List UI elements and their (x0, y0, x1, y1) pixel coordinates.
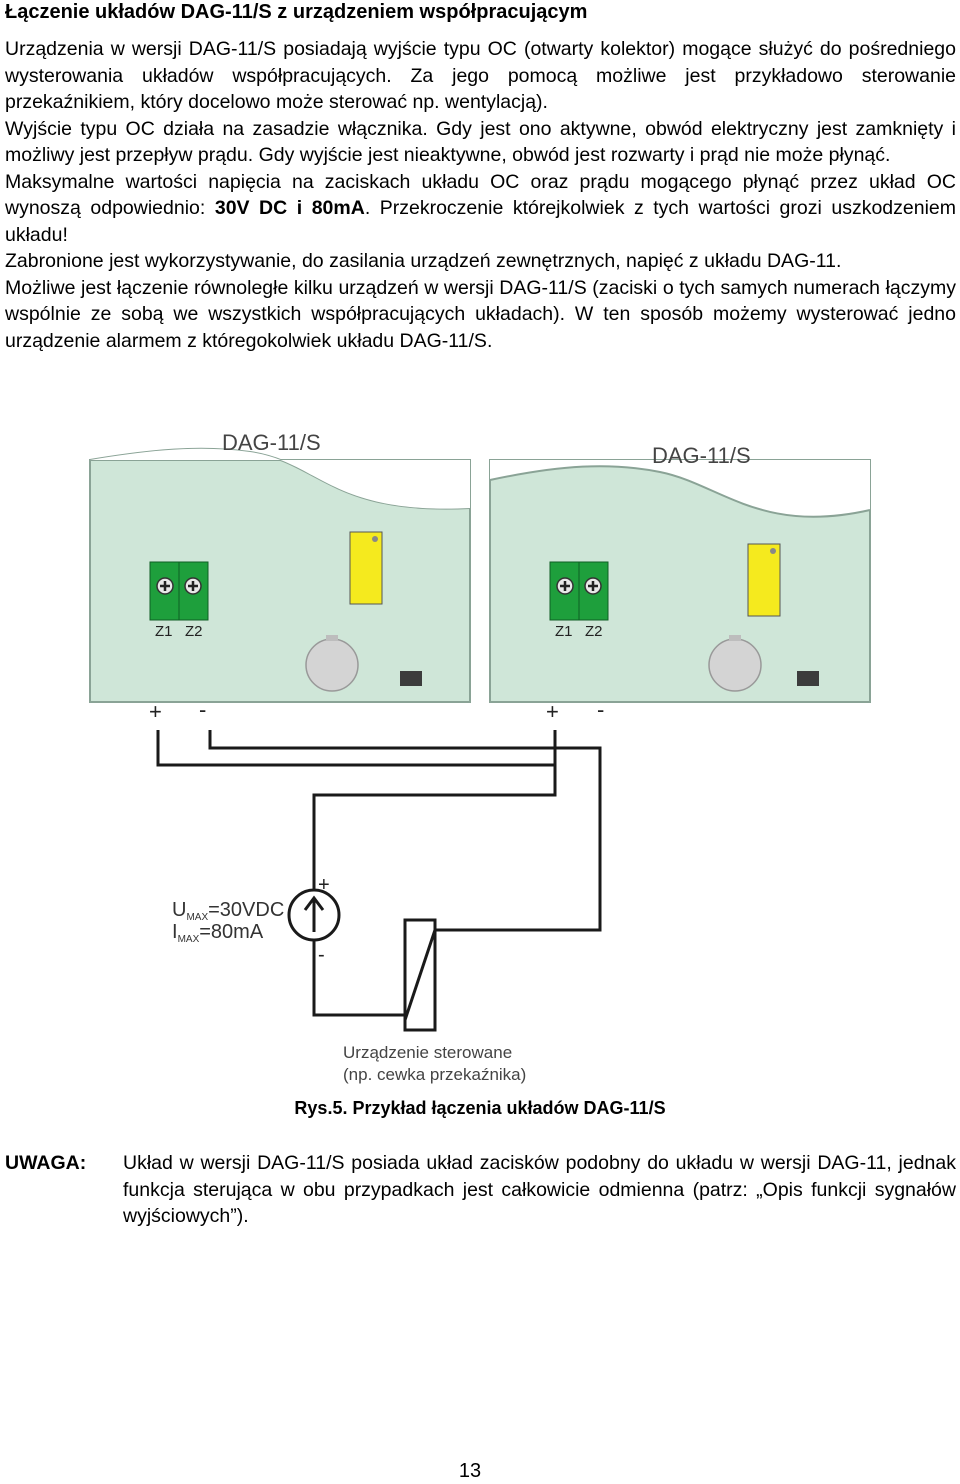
imax-value: =80mA (199, 921, 264, 943)
umax-value: =30VDC (208, 899, 284, 921)
figure-caption: Rys.5. Przykład łączenia układów DAG-11/… (294, 1098, 666, 1118)
umax-symbol: U (172, 899, 186, 921)
max-values-text: Maksymalne wartości napięcia na zaciskac… (5, 170, 956, 220)
right-led-dot (770, 548, 776, 554)
paragraph-max-values: Maksymalne wartości napięcia na zaciskac… (5, 169, 956, 249)
umax-label: UMAX=30VDC (172, 899, 284, 923)
left-terminal-z2-label: Z2 (185, 623, 203, 640)
plus-feed-wire (312, 765, 557, 890)
right-terminal-z2-label: Z2 (585, 623, 603, 640)
left-buzzer (305, 638, 359, 692)
right-chip (797, 671, 819, 686)
right-board-cut-line (489, 465, 871, 518)
source-return-wire (312, 940, 420, 1017)
section-title: Łączenie układów DAG-11/S z urządzeniem … (5, 1, 588, 23)
left-minus-sign: - (199, 697, 206, 722)
umax-subscript: MAX (186, 912, 208, 923)
imax-label: IMAX=80mA (172, 921, 264, 945)
max-values-bold: 30V DC i 80mA (214, 197, 365, 219)
source-minus-sign: - (318, 944, 325, 966)
right-led (747, 543, 781, 617)
load-label-line1: Urządzenie sterowane (343, 1043, 512, 1062)
left-plus-sign: + (149, 699, 162, 724)
left-terminal-z1-label: Z1 (155, 623, 173, 640)
right-minus-sign: - (597, 697, 604, 722)
connection-diagram: DAG-11/S Z1 Z2 DAG-11/S (0, 420, 960, 1100)
wiring (156, 730, 602, 1017)
paragraph-parallel-connection: Możliwe jest łączenie równoległe kilku u… (5, 276, 956, 352)
paragraph-oc-output: Urządzenia w wersji DAG-11/S posiadają w… (5, 38, 956, 113)
left-chip (400, 671, 422, 686)
note-label: UWAGA: (5, 1152, 87, 1174)
right-terminal-z1-label: Z1 (555, 623, 573, 640)
left-board-cut-fill (90, 448, 470, 509)
paragraph-power-prohibited: Zabronione jest wykorzystywanie, do zasi… (5, 250, 842, 272)
note-text: Układ w wersji DAG-11/S posiada układ za… (123, 1152, 956, 1227)
load-label-line2: (np. cewka przekaźnika) (343, 1065, 526, 1084)
paragraph-switch-principle: Wyjście typu OC działa na zasadzie włącz… (5, 117, 956, 167)
page-number: 13 (458, 1460, 482, 1482)
source-plus-sign: + (318, 874, 330, 896)
right-plus-sign: + (546, 699, 559, 724)
note-block: UWAGA: Układ w wersji DAG-11/S posiada u… (5, 1150, 956, 1230)
body-text: Urządzenia w wersji DAG-11/S posiadają w… (5, 36, 956, 354)
imax-subscript: MAX (178, 934, 200, 945)
imax-symbol: I (172, 921, 178, 943)
right-device-label: DAG-11/S (652, 443, 751, 468)
left-led (349, 531, 383, 605)
right-buzzer (708, 638, 762, 692)
minus-bus-wire (208, 730, 602, 932)
connection-diagram-svg: DAG-11/S Z1 Z2 DAG-11/S (89, 430, 871, 1084)
left-device-label: DAG-11/S (222, 430, 321, 455)
right-board-cut-fill (490, 460, 870, 517)
max-values-warning: . Przekroczenie którejkolwiek z tych war… (5, 197, 956, 246)
left-led-dot (372, 536, 378, 542)
